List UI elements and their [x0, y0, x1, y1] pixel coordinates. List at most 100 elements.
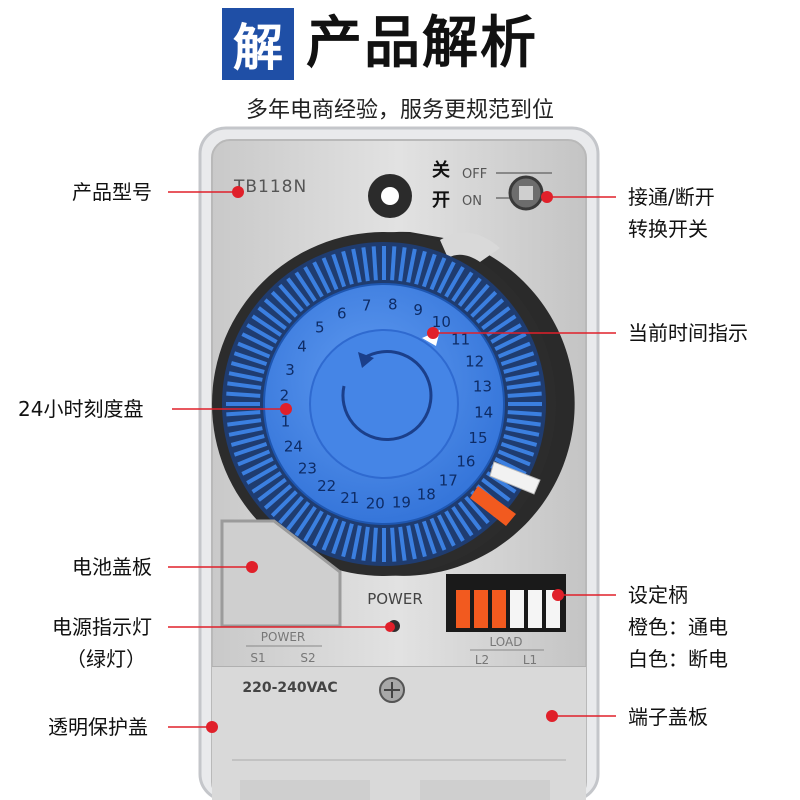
dial-tooth[interactable]	[227, 381, 262, 390]
dial-tooth[interactable]	[437, 261, 456, 294]
dial-tooth[interactable]	[237, 449, 271, 467]
dial-tooth[interactable]	[500, 441, 535, 457]
dial-tooth[interactable]	[406, 248, 417, 283]
dial-tooth[interactable]	[230, 361, 265, 374]
dial-tooth[interactable]	[228, 371, 263, 382]
dial-tooth[interactable]	[414, 250, 427, 285]
dial-tooth[interactable]	[241, 457, 274, 476]
white-setting-pin	[489, 461, 541, 495]
dial-tooth[interactable]	[421, 520, 437, 555]
dial-tooth[interactable]	[475, 298, 505, 324]
dial-tooth[interactable]	[451, 271, 474, 303]
dial-tooth[interactable]	[251, 314, 283, 337]
dial-tooth[interactable]	[312, 514, 331, 547]
dial-tooth[interactable]	[361, 247, 370, 282]
dial-tooth[interactable]	[444, 510, 465, 542]
dial-tooth[interactable]	[437, 514, 456, 547]
dial-tooth[interactable]	[331, 520, 347, 555]
dial-tooth[interactable]	[451, 505, 474, 537]
dial-tooth[interactable]	[341, 250, 354, 285]
dial-tooth[interactable]	[390, 246, 397, 281]
dial-hour-number: 9	[413, 301, 423, 319]
dial-tooth[interactable]	[237, 341, 271, 359]
dial-hour-number: 4	[297, 338, 307, 356]
dial-tooth[interactable]	[398, 247, 407, 282]
dial-tooth[interactable]	[321, 257, 339, 291]
dial-tooth[interactable]	[444, 266, 465, 298]
dial-tooth[interactable]	[257, 306, 287, 331]
dot-terminal	[546, 710, 558, 722]
dial-tooth[interactable]	[505, 371, 540, 382]
dial-tooth[interactable]	[226, 410, 261, 417]
dial-tooth[interactable]	[481, 306, 511, 331]
dial-tooth[interactable]	[371, 527, 378, 562]
dial-tooth[interactable]	[286, 277, 311, 307]
dial-tooth[interactable]	[227, 418, 262, 427]
dial-tooth[interactable]	[485, 314, 517, 337]
dial-tooth[interactable]	[331, 253, 347, 288]
dial-tooth[interactable]	[507, 391, 542, 398]
dial-tooth[interactable]	[303, 510, 324, 542]
dial-tooth[interactable]	[270, 490, 298, 518]
dial-tooth[interactable]	[506, 381, 541, 390]
dial-hour-number: 21	[340, 489, 359, 507]
dial-tooth[interactable]	[429, 257, 447, 291]
dial-tooth[interactable]	[257, 477, 287, 502]
dial-tooth[interactable]	[500, 351, 535, 367]
dot-cover	[206, 721, 218, 733]
dial-tooth[interactable]	[241, 332, 274, 351]
switch-off-label: OFF	[462, 167, 487, 182]
dial-tooth[interactable]	[294, 505, 317, 537]
dial-tooth[interactable]	[457, 501, 482, 531]
dial-tooth[interactable]	[246, 323, 278, 344]
dial-tooth[interactable]	[494, 457, 527, 476]
dial-tooth[interactable]	[312, 261, 331, 294]
dial-tooth[interactable]	[251, 471, 283, 494]
dial-tooth[interactable]	[351, 248, 362, 283]
dial-tooth[interactable]	[464, 495, 490, 525]
dial-tooth[interactable]	[246, 464, 278, 485]
model-number: TB118N	[233, 177, 307, 197]
label-indicator-note: （绿灯）	[66, 647, 146, 671]
dial-tooth[interactable]	[361, 526, 370, 561]
dial-tooth[interactable]	[429, 517, 447, 551]
dial-tooth[interactable]	[421, 253, 437, 288]
dial-tooth[interactable]	[497, 449, 531, 467]
dial-hour-number: 12	[465, 353, 484, 371]
dial-tooth[interactable]	[398, 526, 407, 561]
dial-tooth[interactable]	[226, 391, 261, 398]
dial-hour-number: 24	[284, 437, 303, 455]
dial-tooth[interactable]	[470, 290, 498, 318]
dial-tooth[interactable]	[230, 434, 265, 447]
dial-tooth[interactable]	[481, 477, 511, 502]
dial-tooth[interactable]	[233, 441, 268, 457]
dial-tooth[interactable]	[371, 246, 378, 281]
dial-tooth[interactable]	[351, 525, 362, 560]
dial-tooth[interactable]	[263, 298, 293, 324]
dial-tooth[interactable]	[303, 266, 324, 298]
dial-tooth[interactable]	[294, 271, 317, 303]
terminal-l1: L1	[523, 653, 537, 667]
dial-tooth[interactable]	[228, 426, 263, 437]
dial-tooth[interactable]	[263, 484, 293, 510]
dial-tooth[interactable]	[503, 434, 538, 447]
dial-tooth[interactable]	[233, 351, 268, 367]
dial-tooth[interactable]	[503, 361, 538, 374]
dial-tooth[interactable]	[414, 523, 427, 558]
dial-tooth[interactable]	[494, 332, 527, 351]
dial-hour-number: 1	[281, 412, 291, 430]
dial-tooth[interactable]	[321, 517, 339, 551]
dial-tooth[interactable]	[286, 501, 311, 531]
dial-tooth[interactable]	[507, 410, 542, 417]
dial-tooth[interactable]	[497, 341, 531, 359]
dial-tooth[interactable]	[278, 495, 304, 525]
dial-tooth[interactable]	[406, 525, 417, 560]
dial-tooth[interactable]	[457, 277, 482, 307]
dial-tooth[interactable]	[505, 426, 540, 437]
dial-tooth[interactable]	[341, 523, 354, 558]
dial-tooth[interactable]	[390, 527, 397, 562]
dial-tooth[interactable]	[270, 290, 298, 318]
dial-tooth[interactable]	[278, 283, 304, 313]
dial-tooth[interactable]	[506, 418, 541, 427]
dial-tooth[interactable]	[464, 283, 490, 313]
